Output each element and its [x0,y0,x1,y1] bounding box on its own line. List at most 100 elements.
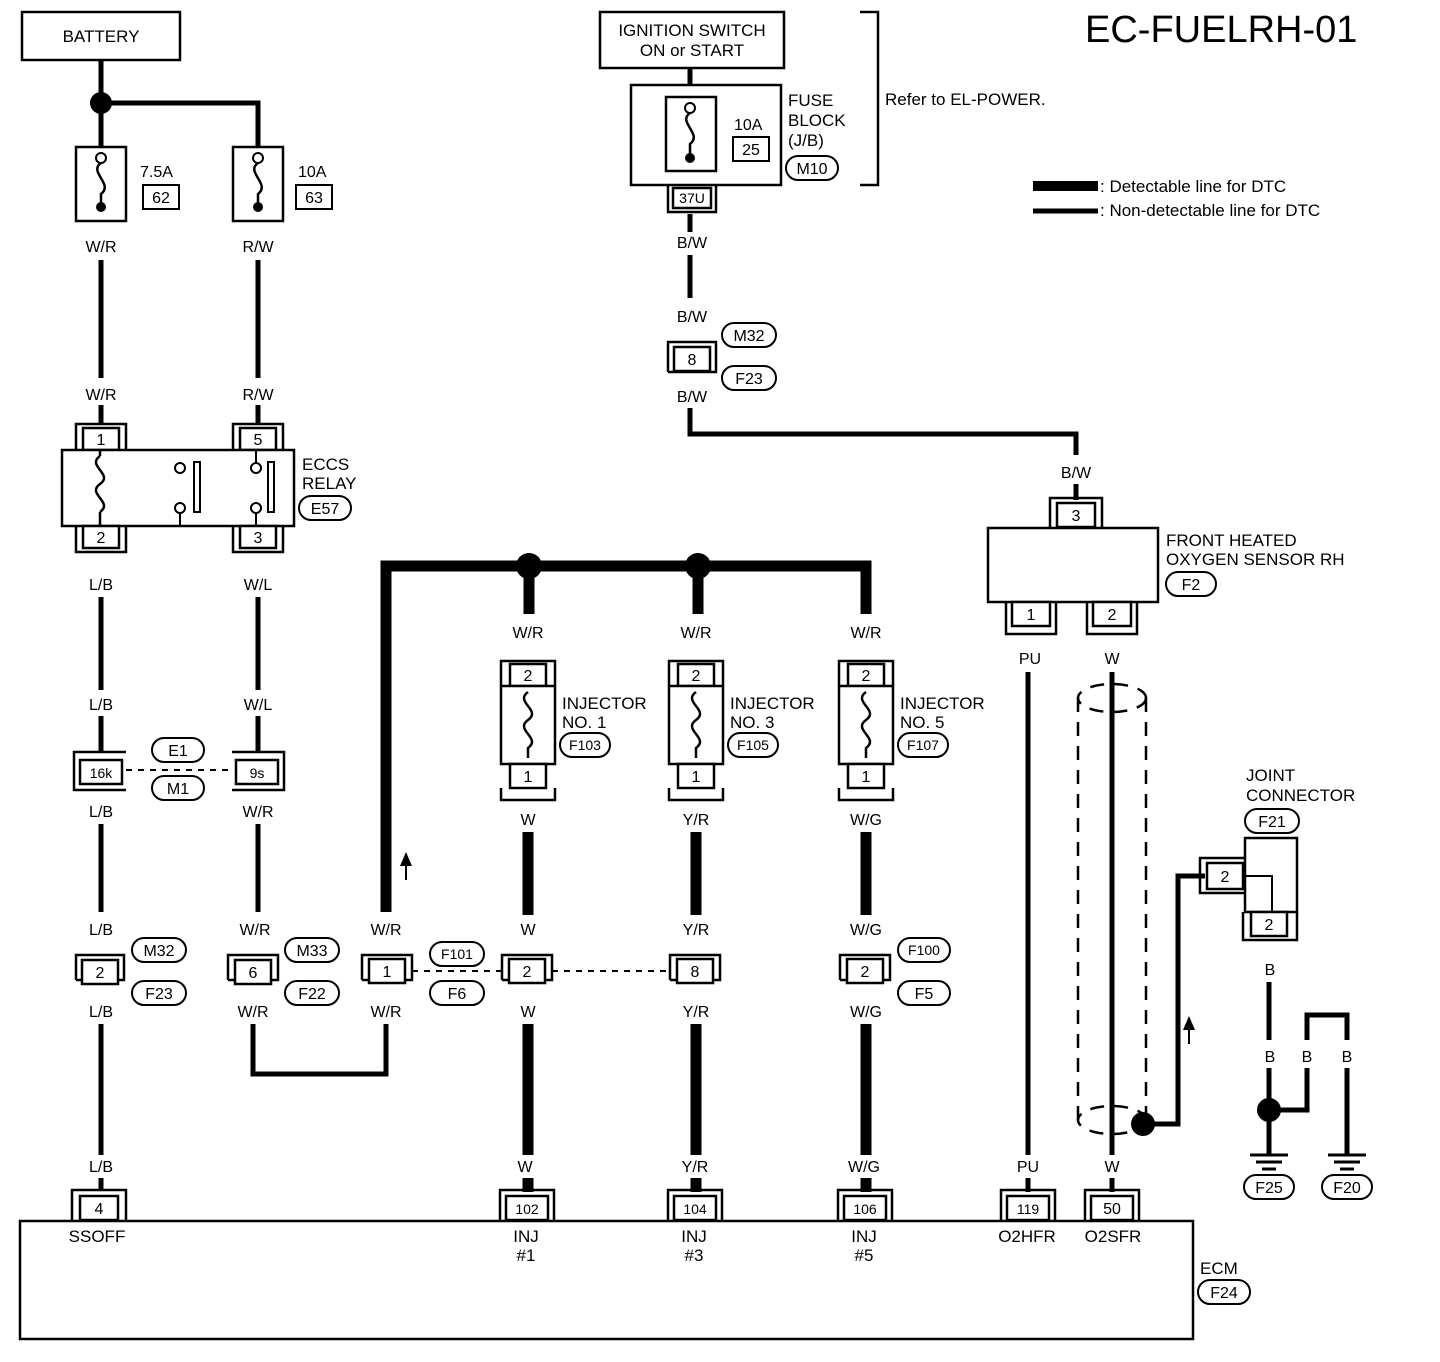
ecm-terminal-inj1: INJ [513,1227,539,1246]
fuse-62: 7.5A 62 [74,145,180,223]
ignition-label-2: ON or START [640,41,744,60]
diagram-title: EC-FUELRH-01 [1085,9,1357,51]
connector-e1-m1: 16k 9s E1 M1 [72,737,286,801]
wire-label-pu: PU [1017,1159,1039,1176]
relay-pin-2: 2 [97,530,106,547]
connector-f23: F23 [145,986,173,1003]
relay-pin-3: 3 [254,530,263,547]
ignition-label-1: IGNITION SWITCH [618,21,765,40]
wire-label-rw: R/W [242,387,274,404]
wire-shield-drain [1143,873,1205,1127]
wire-label-bw: B/W [677,389,708,406]
relay-label-1: ECCS [302,455,349,474]
wire-label-wr: W/R [85,239,116,256]
joint-pin-2-left: 2 [1221,869,1230,886]
ecm-terminal-n3: #3 [685,1246,704,1265]
connector-f23: F23 [735,371,763,388]
battery-branch-wire [101,100,261,150]
front-heated-oxygen-sensor: 3 1 2 FRONT HEATED OXYGEN SENSOR RH F2 [986,496,1345,636]
wire-label-wr: W/R [239,922,270,939]
connector-f100: F100 [908,942,940,958]
injector1-label-1: INJECTOR [562,694,647,713]
wire-label-b: B [1302,1049,1313,1066]
joint-connector: JOINT CONNECTOR F21 2 2 [1198,766,1355,942]
injector5-pin-2: 2 [862,668,871,685]
fuse-63: 10A 63 [231,145,333,223]
wire-label-wg: W/G [850,812,882,829]
wire-label-wr: W/R [850,625,881,642]
joint-pin-2-bottom: 2 [1265,917,1274,934]
wire-label-w: W [1104,1159,1120,1176]
connector-m33: M33 [296,943,327,960]
wire-label-wl: W/L [244,697,273,714]
injector3-label-1: INJECTOR [730,694,815,713]
connector-pin-8: 8 [688,352,697,369]
ecm-terminal-n5: #5 [855,1246,874,1265]
ecm-connector: F24 [1210,1285,1238,1302]
relay-pin-1: 1 [97,432,106,449]
wire-label-w: W [520,922,536,939]
injector3-connector: F105 [737,737,769,753]
legend-detectable-label: : Detectable line for DTC [1100,177,1286,196]
wire-label-pu: PU [1019,651,1041,668]
o2-label-1: FRONT HEATED [1166,531,1297,550]
fuse-block-number: 25 [742,142,760,159]
ecm-connector-badge [1197,1279,1251,1305]
ecm-terminal-n1: #1 [517,1246,536,1265]
injector1-pin-2: 2 [524,668,533,685]
wire-b-3 [1269,1068,1310,1113]
wire-label-wr: W/R [370,1004,401,1021]
fuse-block-connector: M10 [796,161,827,178]
ecm-pin-4: 4 [95,1201,104,1218]
wire-label-lb: L/B [89,1004,113,1021]
ecm-terminal-o2sfr: O2SFR [1085,1227,1142,1246]
fuse-63-rating: 10A [298,164,327,181]
wire-label-b: B [1265,962,1276,979]
wire-label-rw: R/W [242,239,274,256]
injector3-pin-2: 2 [692,668,701,685]
connector-pin-9s: 9s [250,765,265,781]
wire-label-bw: B/W [677,235,708,252]
ground-f25: F25 [1255,1180,1283,1197]
fuse-block-terminal: 37U [679,190,705,206]
ecm-terminal-ssoff: SSOFF [69,1227,126,1246]
injector5-connector: F107 [907,737,939,753]
arrow-up-icon [400,852,412,866]
joint-label-2: CONNECTOR [1246,786,1355,805]
wire-label-w: W [1104,651,1120,668]
wire-label-w: W [520,1004,536,1021]
wire-label-wr: W/R [370,922,401,939]
injector5-label-1: INJECTOR [900,694,985,713]
wire-label-bw: B/W [1061,465,1092,482]
connector-m32-f23-low: 2 M32 F23 [74,937,187,1006]
ground-icon [1250,1153,1288,1171]
wire-label-w: W [520,812,536,829]
ground-f20: F20 [1333,1180,1361,1197]
o2-pin-2: 2 [1108,607,1117,624]
wire-label-wr: W/R [680,625,711,642]
arrow-up-icon [1183,1016,1195,1030]
ground-f20-badge [1321,1174,1373,1200]
injector1-pin-1: 1 [524,769,533,786]
relay-label-2: RELAY [302,474,357,493]
o2-connector: F2 [1182,577,1201,594]
ecm-terminal-inj5: INJ [851,1227,877,1246]
connector-pin-2: 2 [523,964,532,981]
wire-label-wg: W/G [848,1159,880,1176]
wire-label-wg: W/G [850,1004,882,1021]
connector-pin-2: 2 [96,965,105,982]
connector-pin-16k: 16k [90,765,114,781]
wire-label-lb: L/B [89,697,113,714]
fuse-63-number: 63 [305,190,323,207]
wire-label-lb: L/B [89,577,113,594]
connector-m1: M1 [167,781,189,798]
connector-f22: F22 [298,986,326,1003]
wire-label-wr: W/R [237,1004,268,1021]
ecm-pin-50: 50 [1103,1201,1121,1218]
joint-connector-f21: F21 [1258,814,1286,831]
legend-non-detectable-label: : Non-detectable line for DTC [1100,201,1320,220]
ecm-pin-102: 102 [515,1201,539,1217]
ecm-pin-106: 106 [853,1201,877,1217]
wire-wr-loop [250,1024,389,1077]
